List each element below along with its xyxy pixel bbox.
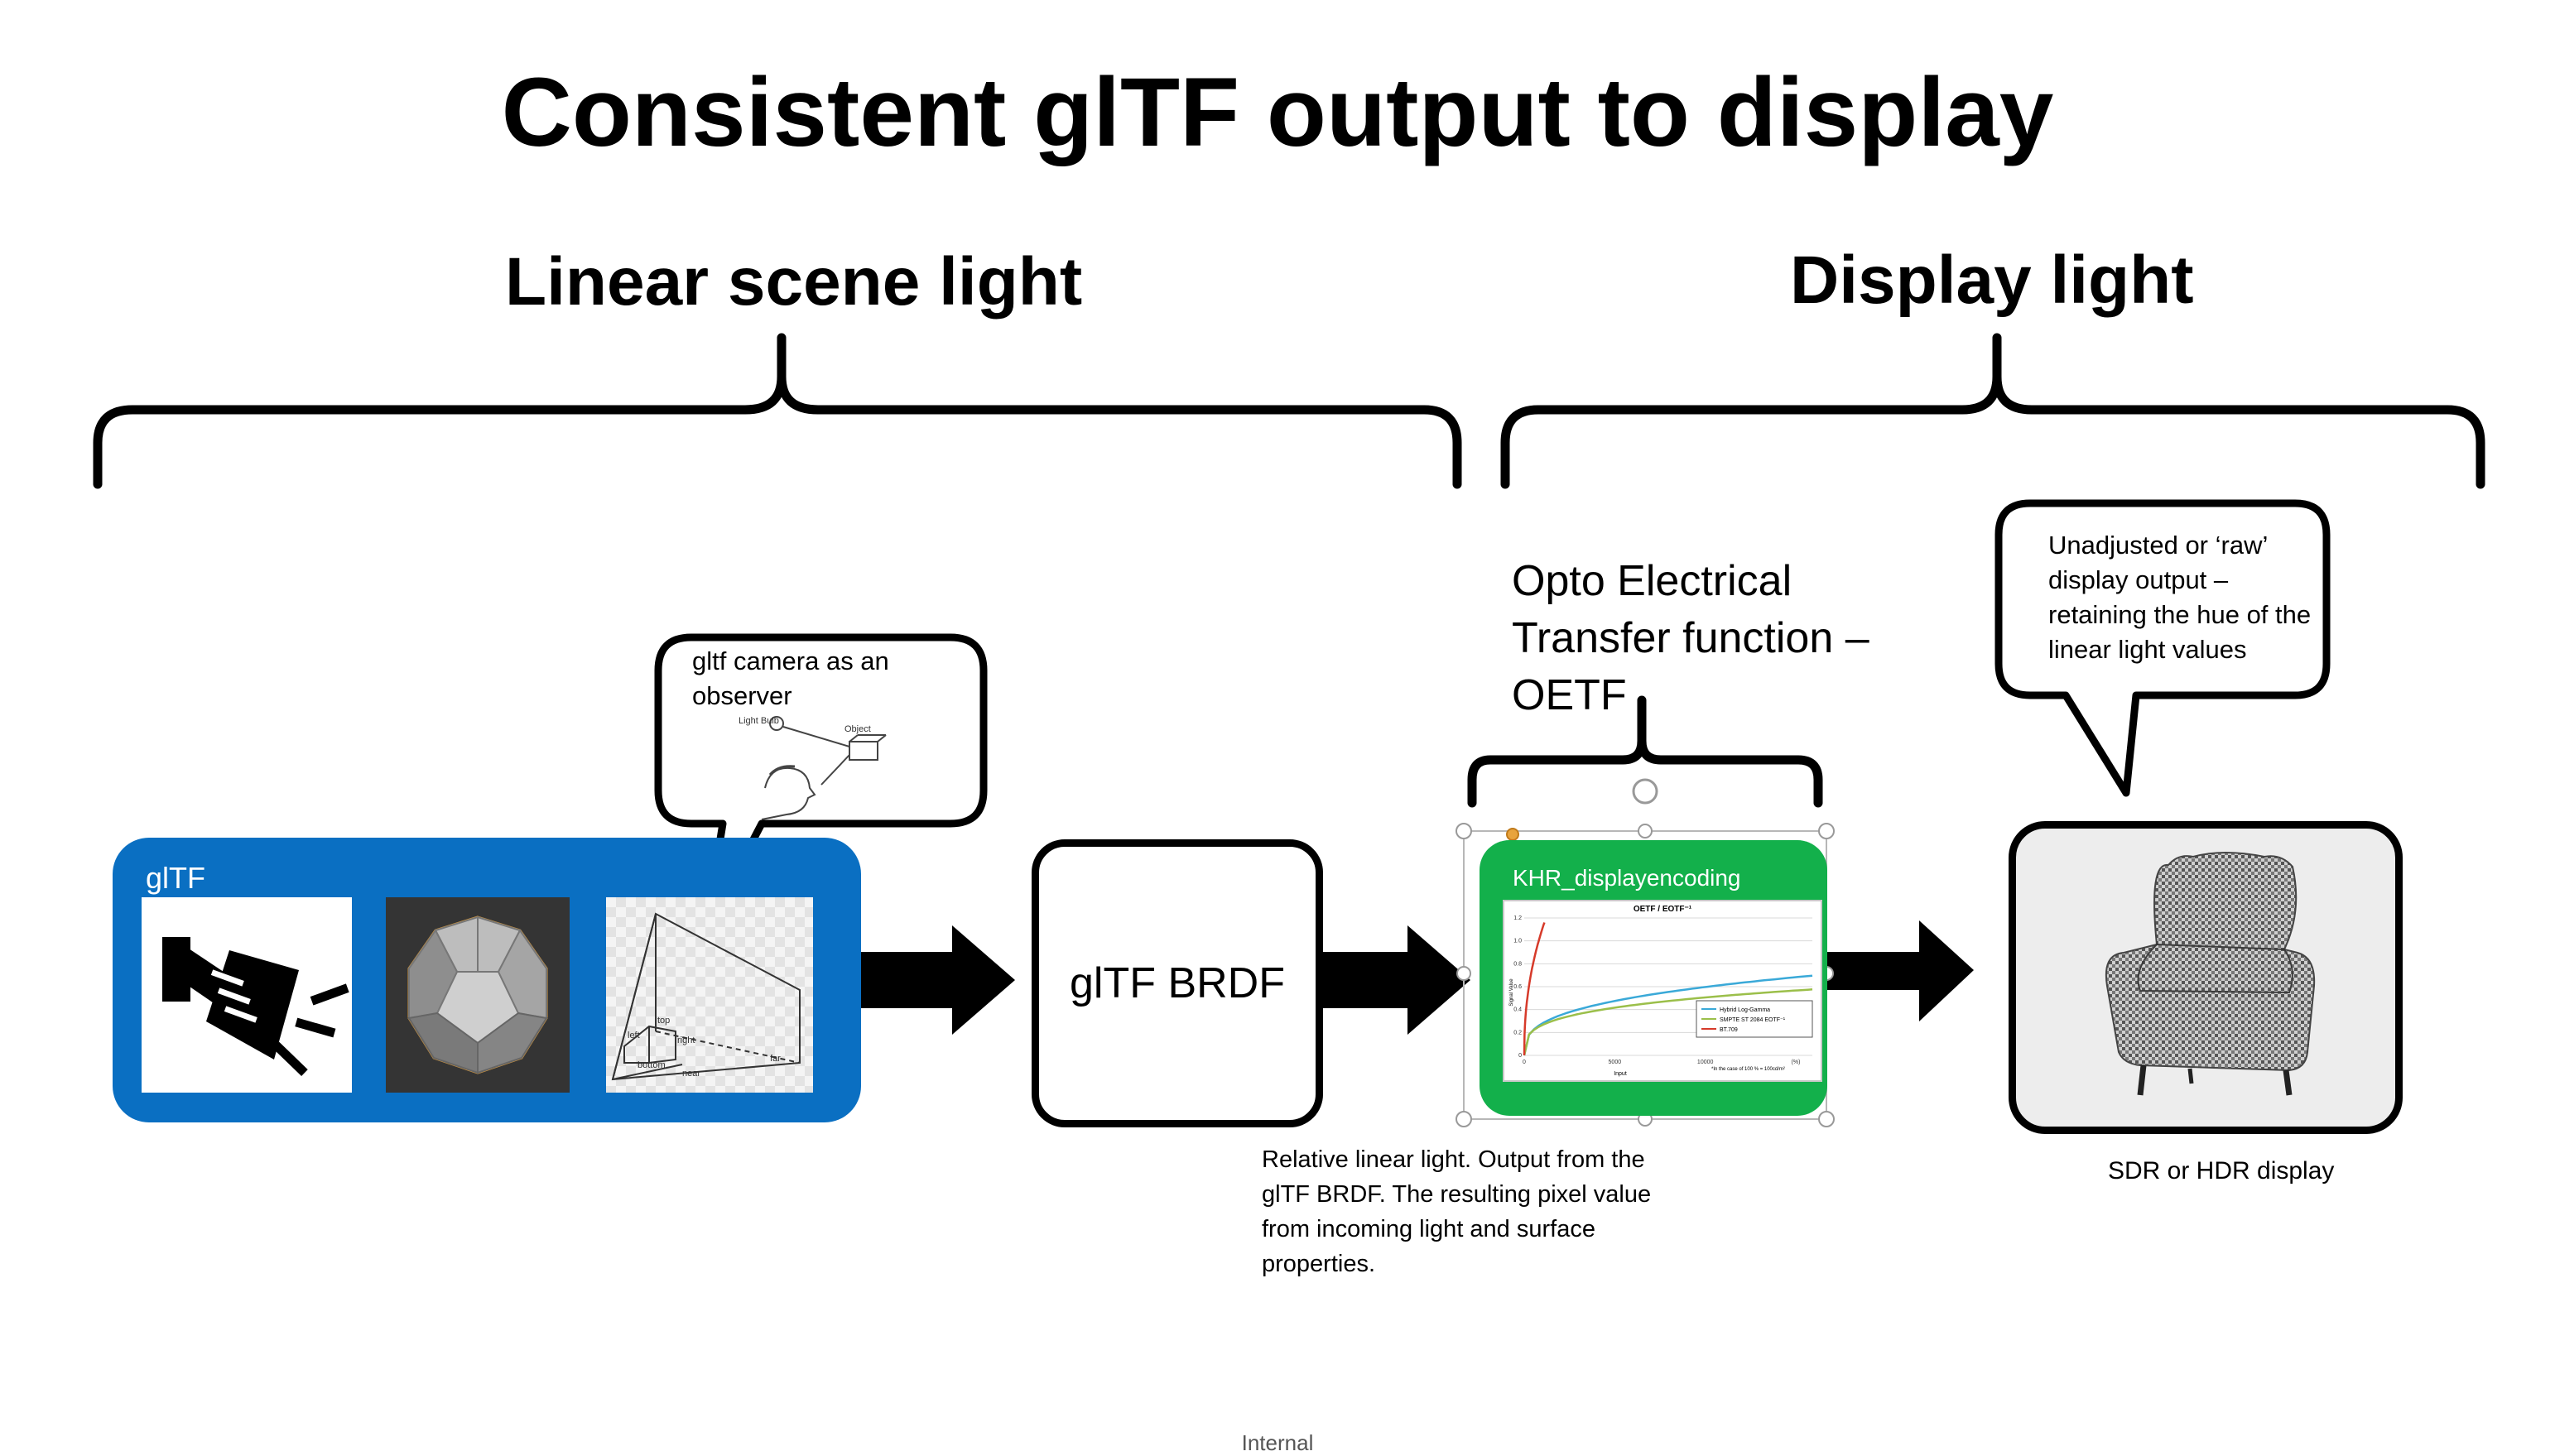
brace-display-light bbox=[1500, 333, 2485, 489]
frustum-label-right: right bbox=[677, 1036, 695, 1045]
sketch-label-object: Object bbox=[844, 724, 871, 734]
armchair-icon bbox=[2105, 852, 2316, 1096]
mesh-sphere-icon bbox=[386, 897, 570, 1093]
legend-pq: SMPTE ST 2084 EOTF⁻¹ bbox=[1720, 1017, 1786, 1023]
section-label-display-light: Display light bbox=[1790, 243, 2194, 318]
light-source-icon bbox=[142, 897, 352, 1093]
chart-xtick: 10000 bbox=[1697, 1060, 1714, 1065]
arrow-brdf-to-khr bbox=[1308, 925, 1470, 1035]
oetf-eotf-chart: OETF / EOTF⁻¹ 0 0.2 0.4 0.6 0.8 1.0 1.2 0 5000 1… bbox=[1503, 900, 1822, 1082]
camera-frustum-icon: top left right bottom near far bbox=[606, 897, 813, 1093]
gltf-brdf-box: glTF BRDF bbox=[1032, 839, 1323, 1127]
frustum-label-near: near bbox=[682, 1069, 700, 1079]
sketch-label-light-bulb: Light Bulb bbox=[739, 716, 779, 726]
gltf-brdf-label: glTF BRDF bbox=[1070, 959, 1285, 1007]
callout-camera-observer-text: gltf camera as an observer bbox=[692, 646, 889, 710]
frustum-label-far: far bbox=[770, 1054, 781, 1064]
legend-bt709: BT.709 bbox=[1720, 1027, 1738, 1033]
chart-legend: Hybrid Log-Gamma SMPTE ST 2084 EOTF⁻¹ BT… bbox=[1696, 1000, 1813, 1038]
section-label-linear-scene-light: Linear scene light bbox=[505, 244, 1083, 320]
chart-ytick: 0.8 bbox=[1513, 961, 1522, 967]
arrow-gltf-to-brdf bbox=[861, 925, 1015, 1035]
brace-oetf bbox=[1467, 695, 1823, 808]
khr-displayencoding-label: KHR_displayencoding bbox=[1513, 865, 1741, 891]
brace-linear-scene-light bbox=[93, 333, 1462, 489]
chart-ytick: 1.0 bbox=[1513, 939, 1522, 944]
chart-series-line bbox=[1523, 974, 1813, 1056]
chart-title: OETF / EOTF⁻¹ bbox=[1634, 905, 1692, 914]
relative-linear-light-note: Relative linear light. Output from the g… bbox=[1262, 1146, 1652, 1277]
chart-ytick: 0 bbox=[1518, 1053, 1522, 1059]
display-caption: SDR or HDR display bbox=[2108, 1157, 2335, 1185]
oetf-label: Opto Electrical Transfer function – OETF bbox=[1512, 557, 1869, 719]
callout-raw-output-text: Unadjusted or ‘raw’ display output – ret… bbox=[2048, 531, 2312, 664]
observer-sketch-icon: Light Bulb Object bbox=[739, 716, 887, 820]
chart-footnote: *In the case of 100 % = 100cd/m² bbox=[1711, 1067, 1785, 1072]
chart-ytick: 1.2 bbox=[1513, 915, 1522, 921]
page-title: Consistent glTF output to display bbox=[501, 58, 2054, 167]
chart-xtick: 0 bbox=[1523, 1060, 1526, 1065]
khr-displayencoding-box[interactable]: KHR_displayencoding OETF / EOTF⁻¹ 0 0.2 0.… bbox=[1480, 840, 1827, 1116]
chart-series-line bbox=[1523, 988, 1813, 1056]
arrow-khr-to-display bbox=[1827, 920, 1974, 1021]
chart-ytick: 0.2 bbox=[1513, 1030, 1522, 1036]
chart-ylabel: Signal Value bbox=[1509, 978, 1514, 1007]
chart-series-line bbox=[1523, 922, 1546, 1056]
chart-xlabel: Input bbox=[1614, 1071, 1627, 1077]
chart-ytick: 0.6 bbox=[1513, 984, 1522, 990]
gltf-panel-label: glTF bbox=[146, 861, 205, 895]
gltf-panel: glTF bbox=[113, 838, 861, 1122]
legend-hlg: Hybrid Log-Gamma bbox=[1720, 1007, 1770, 1013]
frustum-label-left: left bbox=[628, 1031, 640, 1040]
chart-ytick: 0.4 bbox=[1513, 1007, 1522, 1013]
callout-bubble-raw-output bbox=[1994, 499, 2331, 797]
frustum-label-bottom: bottom bbox=[638, 1060, 666, 1070]
chart-xtick: (%) bbox=[1792, 1060, 1801, 1065]
frustum-label-top: top bbox=[657, 1016, 670, 1026]
display-box bbox=[2009, 821, 2403, 1134]
chart-xtick: 5000 bbox=[1609, 1060, 1622, 1065]
